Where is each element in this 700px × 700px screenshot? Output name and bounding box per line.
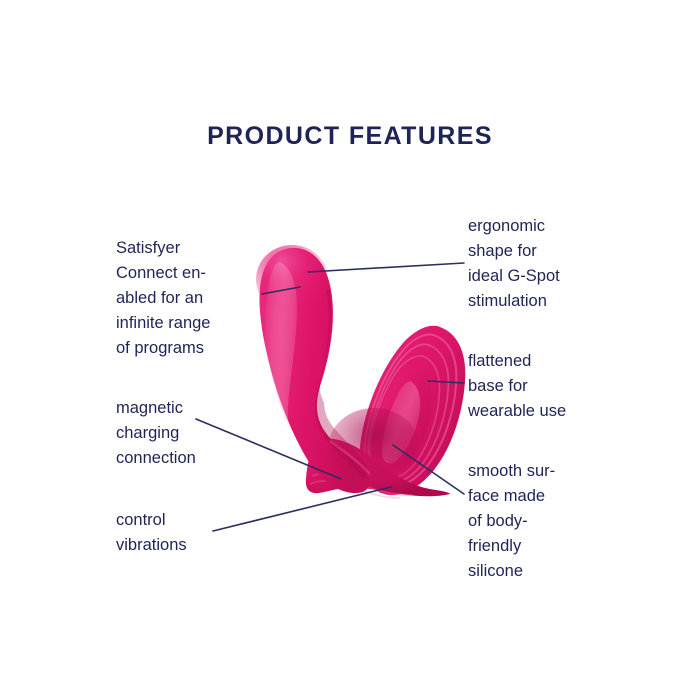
- arm-shadow-edge: [315, 288, 367, 478]
- callout-label-magnetic: magnetic charging connection: [116, 399, 196, 467]
- callout-label-smooth: smooth sur- face made of body- friendly …: [468, 462, 556, 580]
- leader-magnetic: [195, 418, 342, 480]
- callout-label-flattened: flattened base for wearable use: [468, 352, 567, 420]
- stem-rim-highlight: [329, 440, 371, 475]
- leader-control: [212, 486, 392, 532]
- callout-label-ergonomic: ergonomic shape for ideal G-Spot stimula…: [468, 217, 560, 310]
- leader-smooth: [392, 444, 465, 495]
- product-body: [256, 245, 466, 499]
- page-title: PRODUCT FEATURES: [207, 122, 493, 150]
- leader-ergonomic: [307, 262, 465, 273]
- leader-connect: [261, 286, 301, 295]
- leader-flattened: [427, 380, 465, 384]
- junction-shadow: [328, 408, 420, 488]
- callout-label-connect: Satisfyer Connect en- abled for an infin…: [116, 239, 211, 357]
- callout-label-control: control vibrations: [116, 511, 187, 554]
- leader-lines: [195, 262, 465, 532]
